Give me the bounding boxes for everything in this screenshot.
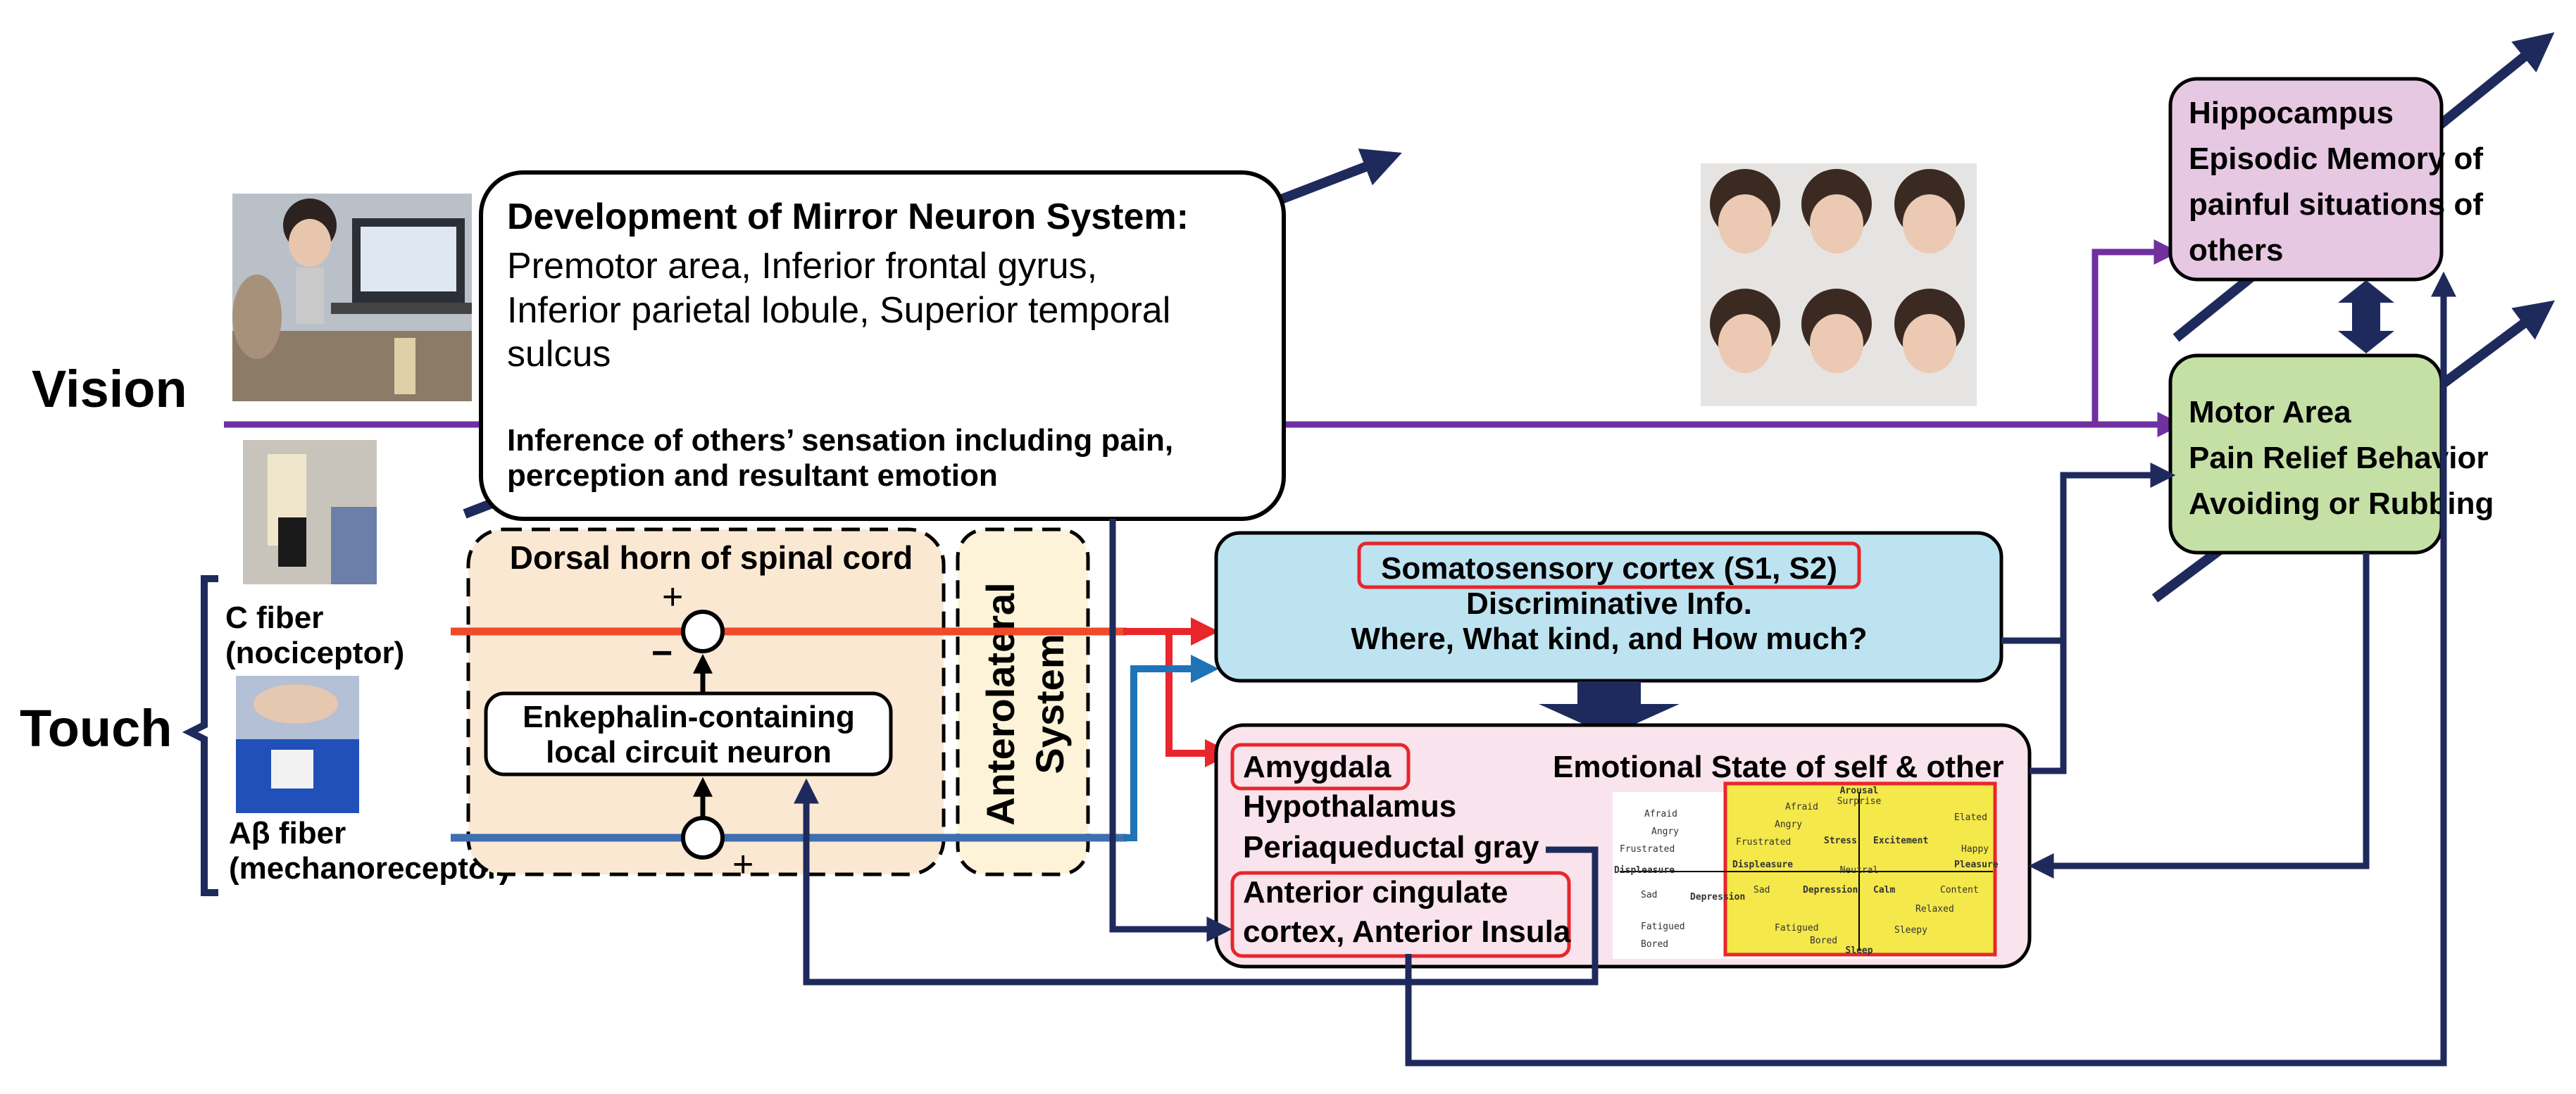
c-fiber-minus-sign: − [651, 633, 673, 674]
motor-line-1: Motor Area [2189, 395, 2351, 429]
motor-line-3: Avoiding or Rubbing [2189, 486, 2494, 521]
acc-insula-highlight [1230, 871, 1571, 958]
hypothalamus-label: Hypothalamus [1243, 789, 1456, 824]
touch-hand-photo [236, 676, 359, 813]
c-fiber-plus-sign: + [662, 577, 683, 617]
circumplex-displeasure-2: Displeasure [1732, 860, 1793, 870]
c-fiber-sublabel: (nociceptor) [225, 636, 404, 670]
circumplex-surprise: Surprise [1837, 796, 1882, 807]
circumplex-frustrated-2: Frustrated [1736, 837, 1791, 848]
circumplex-relaxed: Relaxed [1915, 904, 1954, 914]
dorsal-horn-title: Dorsal horn of spinal cord [510, 539, 913, 576]
circumplex-displeasure: Displeasure [1614, 865, 1675, 876]
circumplex-bored-2: Bored [1810, 936, 1837, 946]
circumplex-fatigued: Fatigued [1641, 922, 1685, 932]
touch-probe-photo [243, 440, 377, 584]
circumplex-fatigued-2: Fatigued [1775, 923, 1819, 933]
hippocampus-line-2: Episodic Memory of [2189, 142, 2483, 176]
circumplex-afraid: Afraid [1644, 809, 1677, 819]
emotional-state-title: Emotional State of self & other [1553, 750, 2004, 784]
hippocampus-motor-double-arrow [2338, 280, 2394, 353]
circumplex-elated: Elated [1954, 812, 1987, 823]
ab-fiber-sublabel: (mechanoreceptor) [229, 851, 510, 886]
pag-label: Periaqueductal gray [1243, 830, 1539, 864]
motor-line-2: Pain Relief Behavior [2189, 441, 2488, 475]
robot-lab-photo [232, 194, 472, 401]
somatosensory-title: Somatosensory cortex (S1, S2) [1381, 551, 1837, 586]
somatosensory-box [1214, 531, 2003, 683]
somatosensory-to-emotion-arrow [1539, 681, 1680, 736]
circumplex-excitement: Excitement [1873, 836, 1928, 846]
ab-fiber-plus-sign: + [732, 844, 754, 885]
c-fiber-to-cortex-arrows [1123, 617, 1233, 767]
circumplex-happy: Happy [1961, 844, 1989, 855]
mirror-neuron-title: Development of Mirror Neuron System: [507, 196, 1189, 237]
somatosensory-title-highlight [1357, 541, 1861, 589]
mirror-neuron-box [479, 170, 1286, 521]
circumplex-sad: Sad [1641, 890, 1657, 900]
touch-brace [182, 575, 218, 896]
amygdala-highlight [1230, 743, 1411, 791]
ab-fiber-label: Aβ fiber [229, 816, 346, 850]
circumplex-arousal: Arousal [1840, 786, 1879, 796]
hippocampus-line-4: others [2189, 233, 2283, 268]
somatosensory-line-1: Discriminative Info. [1466, 586, 1752, 621]
circumplex-sleep: Sleep [1845, 945, 1872, 956]
enkephalin-label-line-1: Enkephalin-containing [523, 700, 855, 734]
hippocampus-line-3: painful situations of [2189, 187, 2483, 222]
enkephalin-neuron-box [484, 691, 893, 777]
circumplex-calm: Calm [1873, 885, 1895, 895]
circumplex-neutral: Neutral [1840, 865, 1879, 876]
robot-faces-photo [1701, 163, 1977, 406]
ab-fiber-to-cortex-arrow [1123, 655, 1219, 841]
anterolateral-label-line-2: System [1027, 634, 1072, 774]
anterolateral-label-line-1: Anterolateral [978, 582, 1023, 825]
mirror-neuron-inference-line-2: perception and resultant emotion [507, 458, 998, 493]
circumplex-content: Content [1940, 885, 1979, 895]
circumplex-stress: Stress [1824, 836, 1857, 846]
mirror-neuron-area-line-1: Premotor area, Inferior frontal gyrus, [507, 246, 1097, 287]
mirror-neuron-area-line-3: sulcus [507, 334, 611, 375]
circumplex-frustrated: Frustrated [1620, 844, 1675, 855]
enkephalin-label-line-2: local circuit neuron [546, 735, 832, 769]
circumplex-afraid-2: Afraid [1785, 802, 1818, 812]
circumplex-sleepy: Sleepy [1894, 925, 1927, 936]
circumplex-emotion-chart: Arousal Surprise Afraid Afraid Angry Ang… [1613, 781, 1999, 959]
circumplex-depression-2: Depression [1803, 885, 1858, 895]
navy-connectors [794, 271, 2456, 1067]
acc-label-line-2: cortex, Anterior Insula [1243, 914, 1571, 949]
circumplex-bored: Bored [1641, 939, 1668, 950]
circumplex-sad-2: Sad [1753, 885, 1770, 895]
circumplex-angry-2: Angry [1775, 819, 1802, 830]
somatosensory-line-2: Where, What kind, and How much? [1351, 622, 1867, 656]
circumplex-pleasure: Pleasure [1954, 860, 1999, 870]
c-fiber-synapse [681, 610, 725, 653]
vision-label: Vision [32, 360, 187, 418]
circumplex-angry: Angry [1651, 826, 1679, 837]
amygdala-label: Amygdala [1243, 750, 1392, 784]
anterolateral-box [956, 527, 1090, 876]
mirror-neuron-area-line-2: Inferior parietal lobule, Superior tempo… [507, 290, 1170, 331]
circumplex-depression: Depression [1690, 892, 1745, 903]
c-fiber-label: C fiber [225, 601, 323, 635]
mirror-neuron-inference-line-1: Inference of others’ sensation including… [507, 423, 1173, 458]
ab-fiber-synapse [681, 816, 725, 860]
touch-label: Touch [20, 699, 172, 757]
hippocampus-box [2168, 77, 2444, 282]
acc-label-line-1: Anterior cingulate [1243, 875, 1508, 910]
hippocampus-line-1: Hippocampus [2189, 96, 2394, 130]
